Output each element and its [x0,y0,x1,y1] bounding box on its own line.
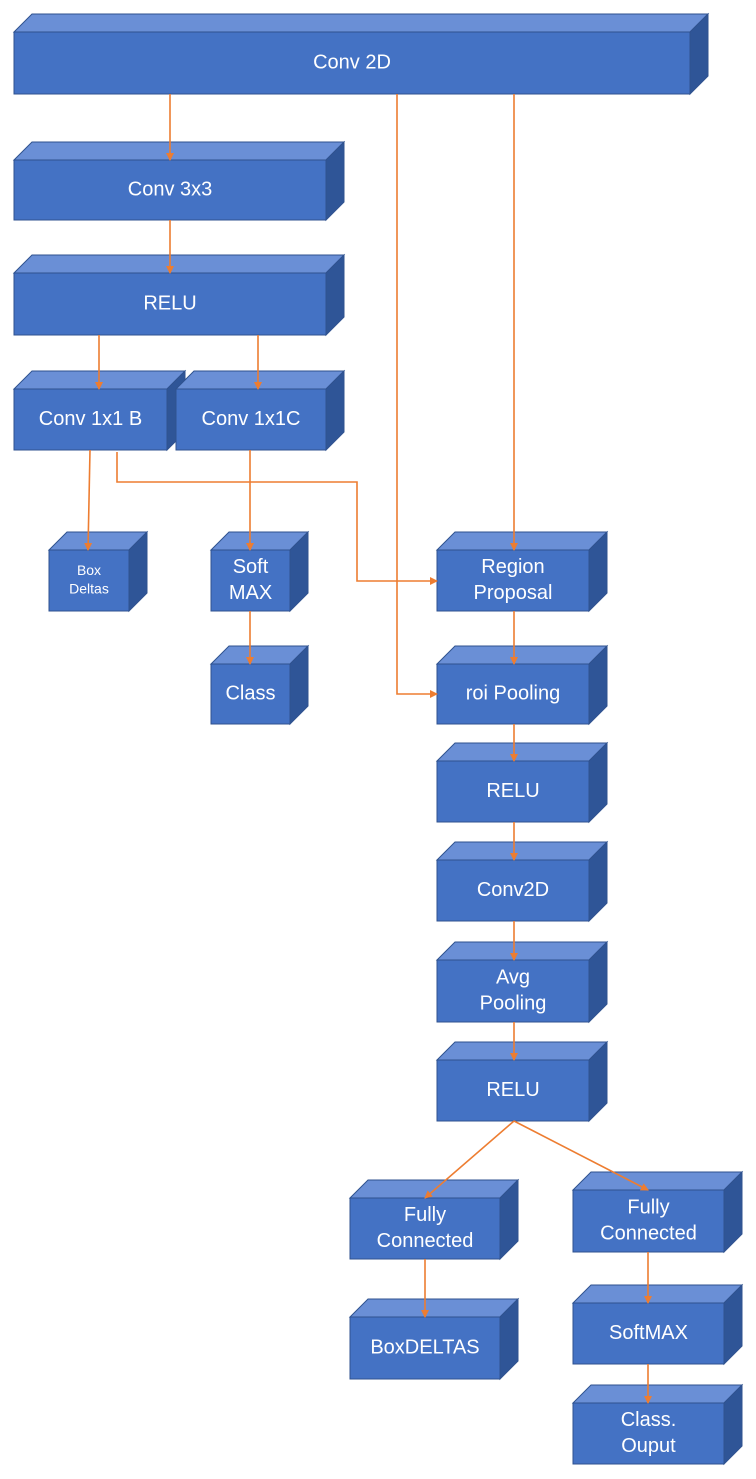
block-label: Class [225,682,275,704]
block-label: Pooling [480,992,547,1014]
arrow-conv2d-top-to-roi-pooling [396,94,438,698]
block-front-face [175,388,327,451]
block-label: Fully [627,1196,669,1218]
block-label: SoftMAX [609,1322,688,1344]
block-front-face [436,959,590,1023]
block-front-face [13,272,327,336]
block-top-face [435,742,609,762]
block-front-face [436,760,590,823]
block-label: Conv2D [477,879,549,901]
block-top-face [348,1298,520,1318]
block-conv2d-top: Conv 2D [12,12,710,96]
block-front-face [349,1316,501,1380]
block-front-face [572,1189,725,1253]
block-top-face [571,1384,744,1404]
arrow-relu-3-to-fc-1 [424,1120,515,1199]
arrow-conv1x1b-to-box-deltas [84,449,93,551]
block-top-face [12,13,710,33]
block-label: Conv 1x1C [202,408,301,430]
block-label: BoxDELTAS [370,1336,479,1358]
block-front-face [349,1197,501,1260]
block-label: Conv 3x3 [128,178,213,200]
block-front-face [210,549,291,612]
block-top-face [435,645,609,665]
block-front-face [48,549,130,612]
block-top-face [174,370,346,390]
block-top-face [435,841,609,861]
block-relu-3: RELU [435,1040,609,1123]
block-top-face [571,1171,744,1191]
block-top-face [12,141,346,161]
block-top-face [12,254,346,274]
block-label: Box [77,562,101,578]
block-conv1x1c: Conv 1x1C [174,369,346,452]
block-top-face [571,1284,744,1304]
block-top-face [348,1179,520,1199]
block-front-face [436,1059,590,1122]
block-boxdeltas-out: BoxDELTAS [348,1297,520,1381]
block-top-face [435,1041,609,1061]
block-label: Conv 1x1 B [39,408,142,430]
block-label: Soft [233,556,269,578]
block-front-face [572,1402,725,1465]
block-label: Ouput [621,1435,676,1457]
block-front-face [13,388,168,451]
block-label: Avg [496,966,530,988]
block-class-output: Class. Ouput [571,1383,744,1466]
block-label: RELU [486,780,539,802]
block-label: roi Pooling [466,682,561,704]
block-label: Deltas [69,580,109,596]
block-softmax-1: SoftMAX [209,530,310,613]
block-label: Proposal [474,582,553,604]
edges-layer [84,94,652,1404]
block-front-face [436,549,590,612]
block-front-face [13,31,691,95]
block-label: Connected [600,1222,697,1244]
block-label: MAX [229,582,272,604]
block-top-face [435,531,609,551]
block-label: Fully [404,1204,446,1226]
block-label: RELU [486,1079,539,1101]
block-front-face [436,859,590,922]
block-label: Conv 2D [313,51,391,73]
block-label: RELU [143,292,196,314]
block-label: Region [481,556,544,578]
arrow-conv1x1b-to-region-proposal [116,452,438,585]
block-label: Connected [377,1230,474,1252]
arrow-relu-3-to-fc-2 [513,1120,649,1191]
block-label: Class. [621,1409,677,1431]
block-front-face [210,663,291,725]
block-relu-2: RELU [435,741,609,824]
block-conv2d-2: Conv2D [435,840,609,923]
block-softmax-2: SoftMAX [571,1283,744,1366]
block-roi-pooling: roi Pooling [435,644,609,726]
block-conv3x3: Conv 3x3 [12,140,346,222]
block-class-1: Class [209,644,310,726]
block-relu-1: RELU [12,253,346,337]
block-front-face [436,663,590,725]
block-top-face [435,941,609,961]
